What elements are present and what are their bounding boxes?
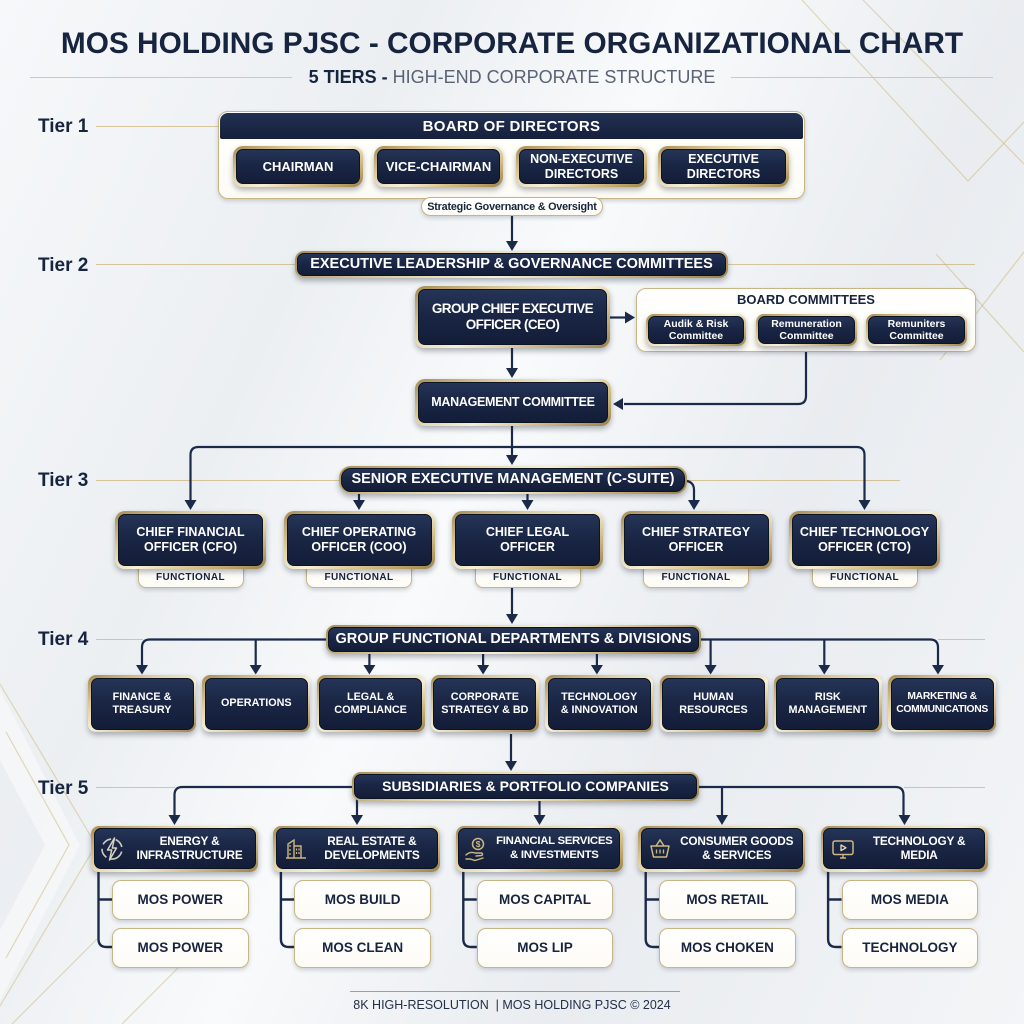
svg-text:$: $	[476, 839, 481, 849]
